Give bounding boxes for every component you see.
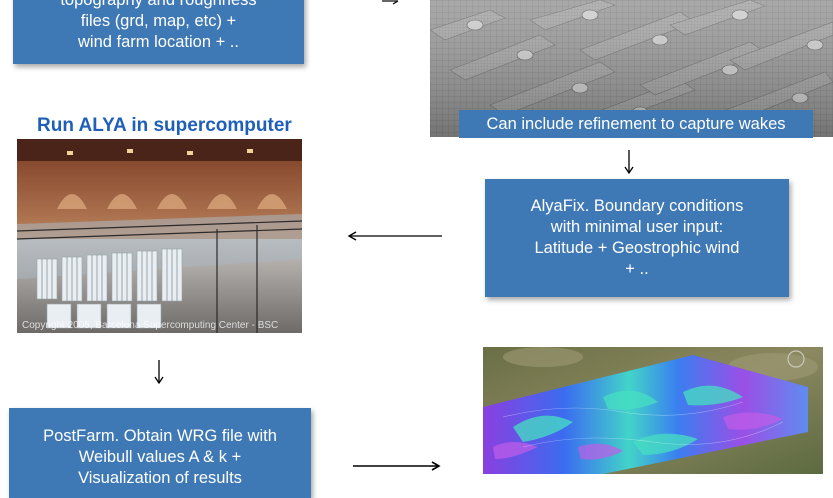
mesh-render [430, 0, 833, 137]
alyafix-line-1: AlyaFix. Boundary conditions [530, 197, 744, 215]
photo-credit: Copyright 2005, Barcelona Supercomputing… [22, 320, 279, 331]
mesh-caption-box: Can include refinement to capture wakes [459, 110, 813, 138]
arrow-to-alyafix [624, 150, 634, 175]
wind-map-image [483, 347, 823, 474]
arrow-to-alya [347, 231, 442, 241]
postfarm-line-1: PostFarm. Obtain WRG file with [43, 427, 277, 445]
alyafix-line-4: + .. [625, 260, 649, 278]
postfarm-line-2: Weibull values A & k + [78, 448, 242, 466]
alyafix-line-2: with minimal user input: [550, 218, 724, 236]
wind-map-render [483, 347, 823, 474]
alyafix-box: AlyaFix. Boundary conditions with minima… [485, 179, 789, 297]
arrow-to-mesh [382, 0, 399, 5]
mesh-image [430, 0, 833, 137]
input-files-line-3: wind farm location + .. [78, 32, 239, 51]
input-files-line-2: files (grd, map, etc) + [80, 11, 237, 30]
mesh-caption: Can include refinement to capture wakes [486, 114, 786, 133]
postfarm-line-3: Visualization of results [78, 469, 242, 487]
supercomputer-render [17, 139, 302, 333]
alyafix-line-3: Latitude + Geostrophic wind [534, 239, 740, 257]
postfarm-box: PostFarm. Obtain WRG file with Weibull v… [9, 408, 311, 498]
supercomputer-photo [17, 139, 302, 333]
arrow-to-postfarm [154, 360, 164, 385]
input-files-line-1: topography and roughness [60, 0, 256, 11]
run-alya-title: Run ALYA in supercomputer [37, 115, 292, 136]
arrow-to-wind-map [353, 461, 441, 471]
input-files-box: topography and roughness files (grd, map… [13, 0, 304, 64]
